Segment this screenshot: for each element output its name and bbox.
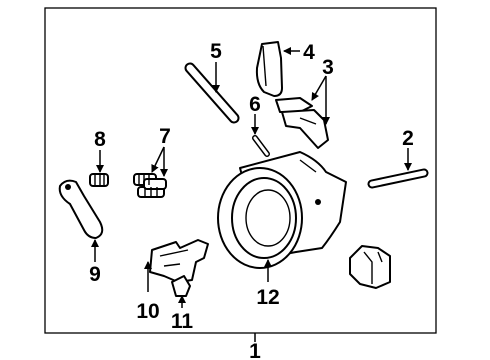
callout-11: 11 <box>171 310 194 333</box>
callout-2: 2 <box>402 127 414 150</box>
part-8-spring <box>89 173 109 187</box>
bushing <box>349 245 391 289</box>
callout-1: 1 <box>249 340 261 360</box>
callout-4: 4 <box>303 41 315 64</box>
part-2-pin <box>367 168 429 189</box>
part-7-springs <box>133 173 167 198</box>
part-10-plate <box>149 239 209 283</box>
callout-5: 5 <box>210 40 222 63</box>
callout-8: 8 <box>94 128 106 151</box>
callout-9: 9 <box>89 263 101 286</box>
callout-12: 12 <box>256 286 279 309</box>
callout-3: 3 <box>322 56 334 79</box>
part-9-lever <box>58 179 104 239</box>
callout-7: 7 <box>159 125 171 148</box>
diagram-frame <box>44 7 437 334</box>
part-5-rod <box>184 62 240 124</box>
leader-7a <box>151 146 165 173</box>
callout-10: 10 <box>136 300 159 323</box>
leader-3a <box>311 75 327 101</box>
part-11-clip <box>171 275 191 297</box>
part-3-brackets <box>275 97 329 149</box>
part-12-housing <box>217 151 347 269</box>
part-4-cap <box>255 41 283 97</box>
callout-6: 6 <box>249 93 261 116</box>
part-6-pin <box>252 135 270 157</box>
